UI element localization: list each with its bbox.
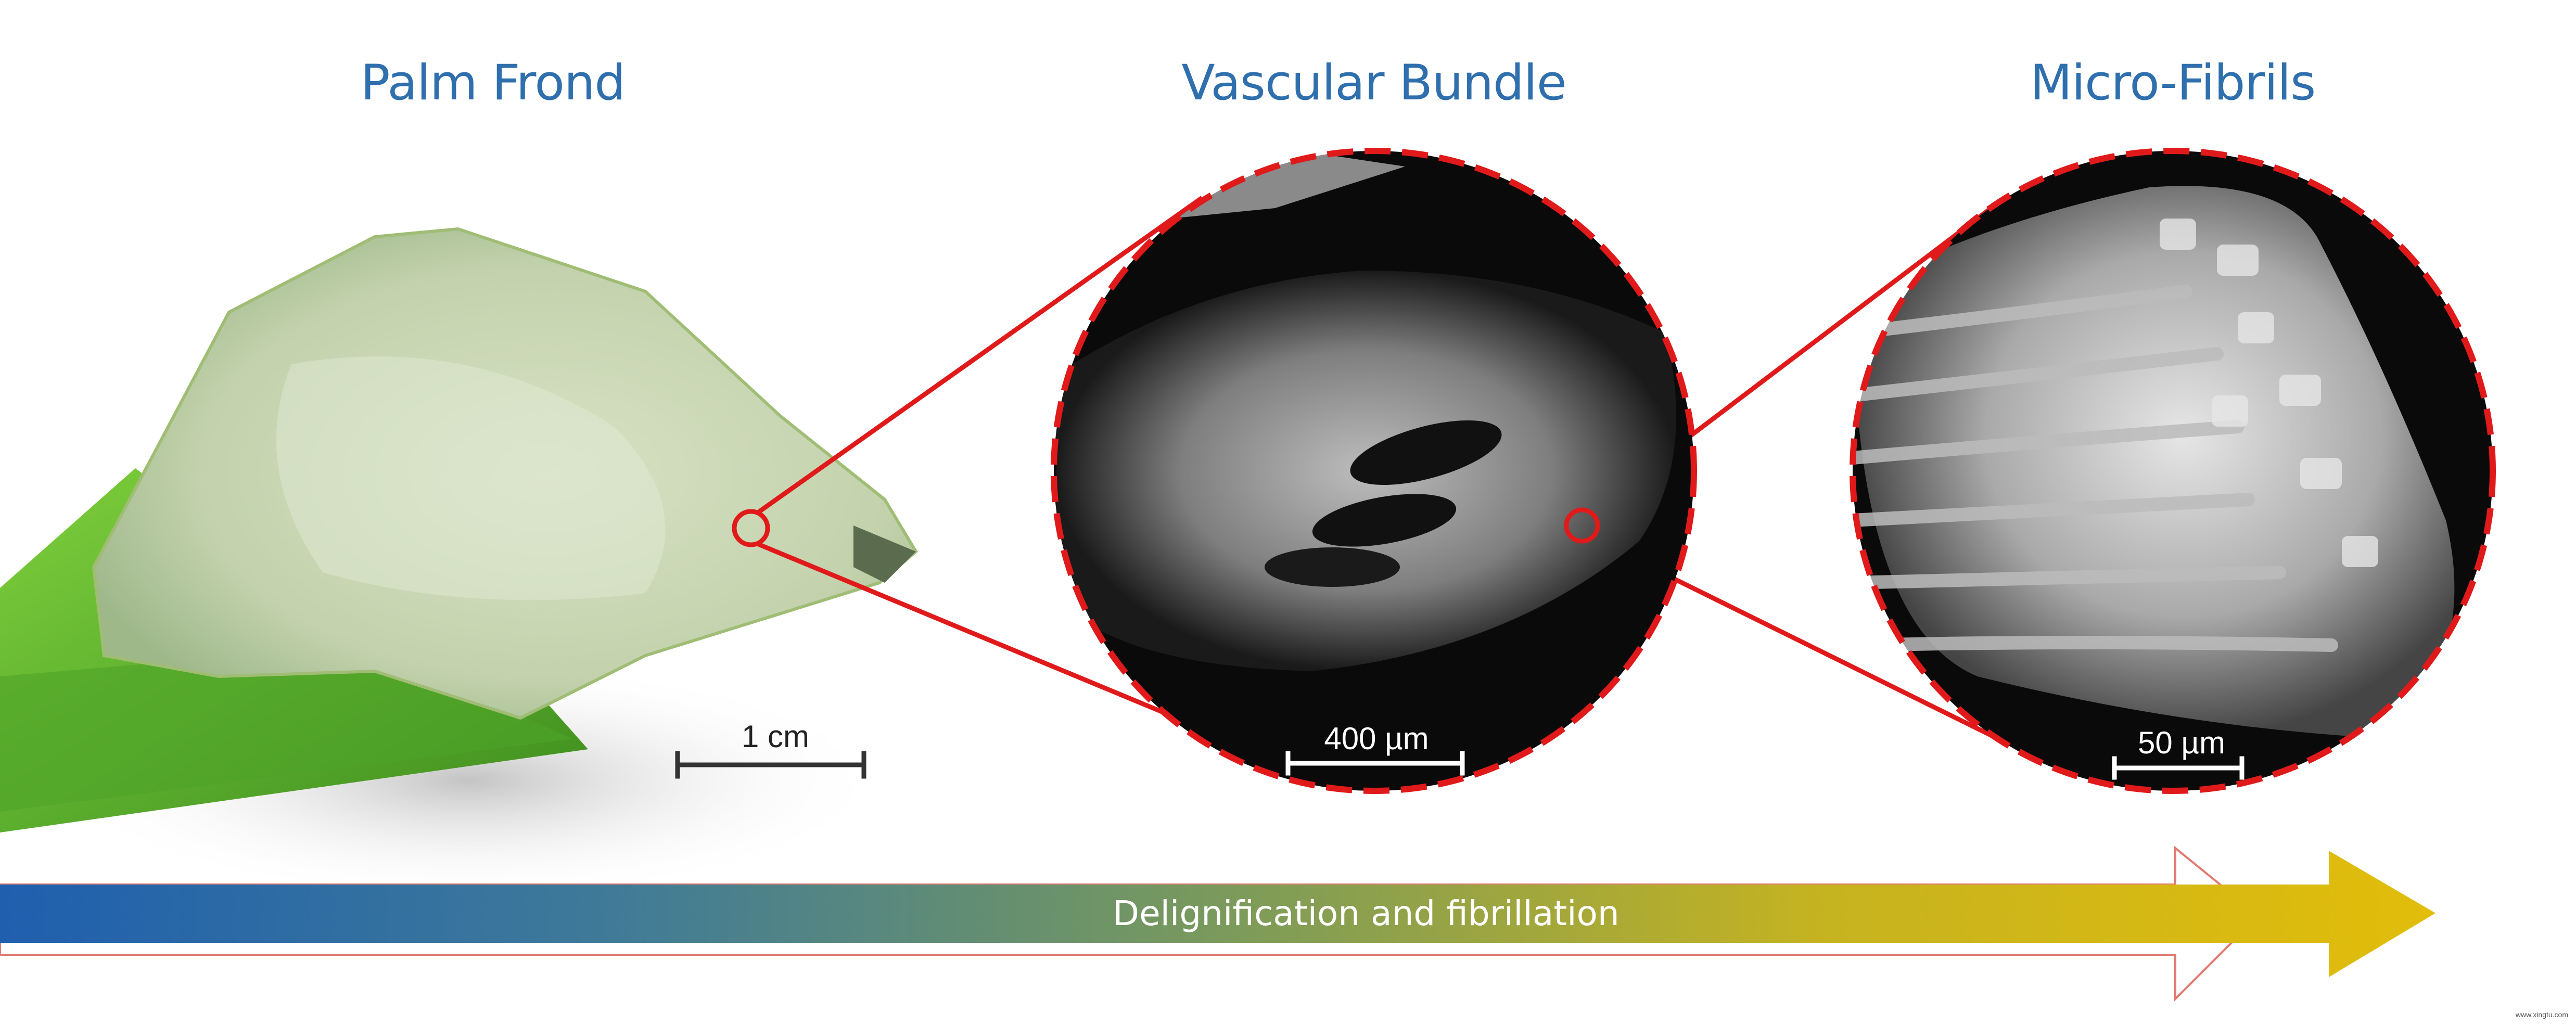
- callout-lines: [756, 196, 2010, 747]
- scale-bar-50um: [2112, 756, 2245, 780]
- process-arrow: Delignification and fibrillation: [0, 845, 2435, 1002]
- scale-label-400um: 400 µm: [1324, 721, 1429, 756]
- title-micro-fibrils: Micro-Fibrils: [2030, 55, 2316, 111]
- bundle-magnifier-circle: [1564, 507, 1600, 544]
- scale-label-50um: 50 µm: [2138, 725, 2225, 760]
- palm-frond-photo: [0, 227, 918, 900]
- scale-bar-1cm: [675, 751, 866, 779]
- scale-label-1cm: 1 cm: [742, 719, 809, 754]
- frond-magnifier-circle: [732, 509, 770, 547]
- arrow-label: Delignification and fibrillation: [1113, 893, 1619, 933]
- sem-vascular-bundle: [1051, 148, 1697, 794]
- scale-bar-400um: [1285, 751, 1465, 776]
- sem-micro-fibrils: [1850, 148, 2496, 794]
- title-palm-frond: Palm Frond: [360, 55, 626, 111]
- watermark-text: www.xingtu.com: [2515, 1010, 2568, 1019]
- title-vascular-bundle: Vascular Bundle: [1181, 55, 1566, 111]
